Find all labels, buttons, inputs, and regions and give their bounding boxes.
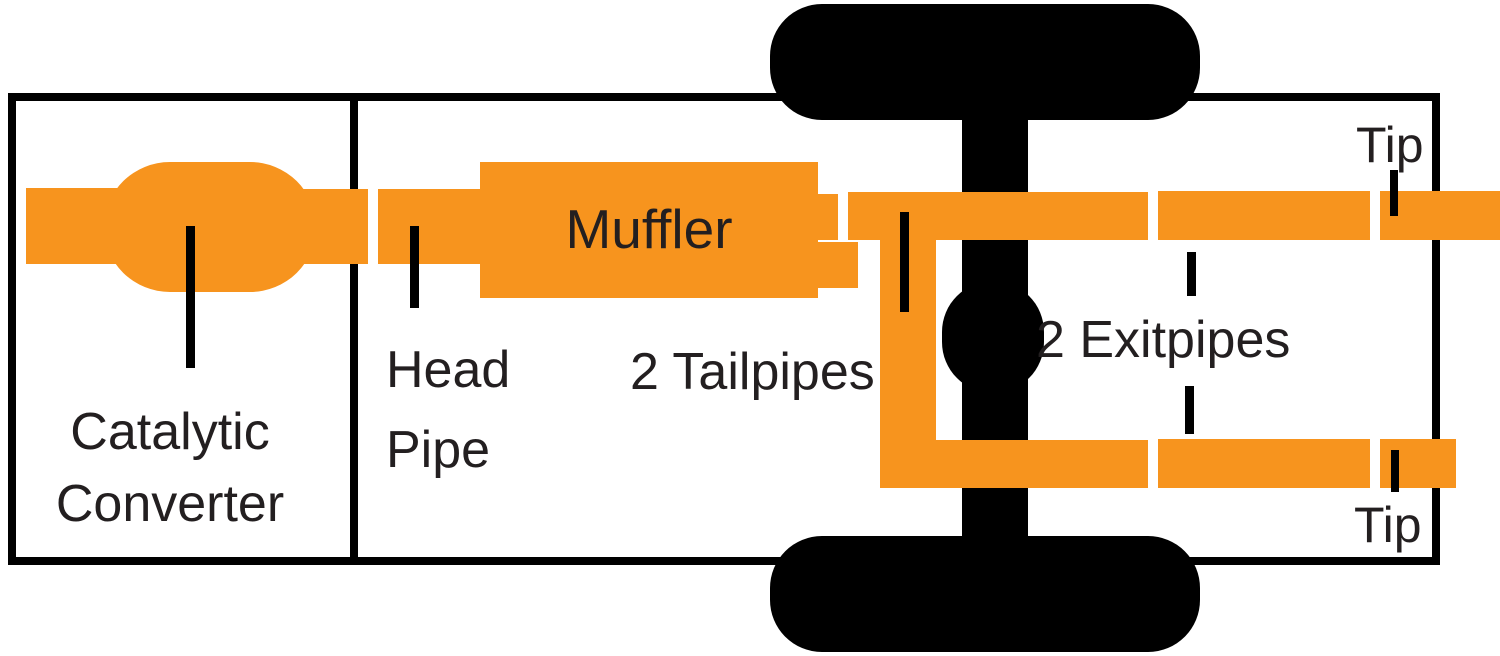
catalytic-converter-shape <box>104 162 316 292</box>
catalytic-converter-label: Catalytic Converter <box>20 396 320 540</box>
tip-label-top: Tip <box>1356 117 1424 173</box>
head-pipe-pointer-line <box>410 226 419 308</box>
exitpipes-label: 2 Exitpipes <box>1036 311 1291 369</box>
muffler-label: Muffler <box>565 198 733 260</box>
differential-hub <box>942 281 1044 393</box>
tailpipe-bottom <box>880 440 1148 488</box>
vehicle-frame-outline <box>8 93 1440 565</box>
muffler-outlet-top <box>818 194 838 240</box>
frame-divider-line <box>350 93 358 565</box>
head-pipe-label-line1: Head <box>386 341 511 399</box>
head-pipe-shape <box>378 189 482 264</box>
exitpipes-pointer-line-top <box>1187 252 1196 296</box>
tailpipe-top <box>848 192 1148 240</box>
tip-pointer-line-top <box>1390 170 1398 216</box>
tip-pointer-line-bottom <box>1391 450 1399 492</box>
catalytic-label-line1: Catalytic <box>70 403 270 461</box>
exitpipes-pointer-line-bottom <box>1185 386 1194 434</box>
head-pipe-label-line2: Pipe <box>386 421 491 479</box>
tailpipes-label: 2 Tailpipes <box>630 343 875 401</box>
catalytic-outlet-pipe <box>302 189 368 264</box>
exitpipe-bottom <box>1158 439 1370 488</box>
exitpipe-top <box>1158 191 1370 240</box>
head-pipe-label: Head Pipe <box>386 330 606 490</box>
catalytic-pointer-line <box>186 226 195 368</box>
muffler-shape <box>480 162 818 298</box>
muffler-outlet-bottom <box>818 242 858 288</box>
tailpipes-pointer-line <box>900 212 909 312</box>
tip-pipe-top <box>1380 191 1500 240</box>
tip-label-bottom: Tip <box>1354 497 1422 553</box>
catalytic-label-line2: Converter <box>55 475 285 533</box>
